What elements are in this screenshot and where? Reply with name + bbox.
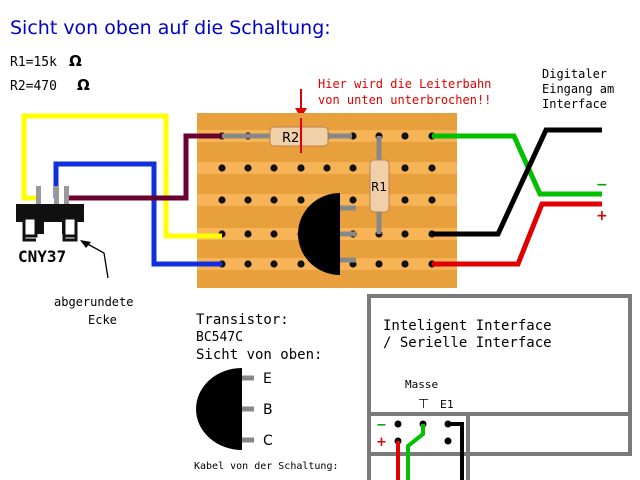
board-hole xyxy=(323,164,331,172)
ground-icon: ⊤ xyxy=(418,397,429,412)
board-hole xyxy=(218,164,226,172)
r1-label: R1 xyxy=(371,180,387,194)
green-wire xyxy=(432,133,602,197)
transistor-line-2: BC547C xyxy=(196,330,243,345)
digital-input-line-1: Digitaler xyxy=(542,67,607,81)
board-hole xyxy=(270,196,278,204)
yellow-wire xyxy=(21,113,222,239)
transistor-pinout xyxy=(196,368,254,450)
board-hole xyxy=(270,230,278,238)
red-wire xyxy=(432,201,602,267)
board-hole xyxy=(270,260,278,268)
transistor-line-3: Sicht von oben: xyxy=(196,347,322,363)
ohm-symbol-r1: Ω xyxy=(69,52,82,70)
ohm-symbol-r2: Ω xyxy=(77,76,90,94)
interface-line-1: Inteligent Interface xyxy=(383,318,552,334)
board-hole xyxy=(349,164,357,172)
blue-wire xyxy=(53,161,222,267)
r1-value: R1=15k xyxy=(10,55,57,70)
board-hole xyxy=(270,164,278,172)
board-hole xyxy=(401,132,409,140)
e1-label: E1 xyxy=(440,398,454,411)
note-line-2: von unten unterbrochen!! xyxy=(318,93,491,107)
board-hole xyxy=(244,164,252,172)
pin-e-label: E xyxy=(263,371,272,387)
black-wire xyxy=(432,127,602,237)
note-line-1: Hier wird die Leiterbahn xyxy=(318,77,491,91)
board-hole xyxy=(349,196,357,204)
transistor-on-board xyxy=(298,193,356,275)
board-hole xyxy=(428,196,436,204)
cny37-label: CNY37 xyxy=(18,247,66,266)
r2-value: R2=470 xyxy=(10,79,57,94)
board-hole xyxy=(375,260,383,268)
interface-plus-label: + xyxy=(376,435,387,450)
board-hole xyxy=(401,196,409,204)
digital-input-line-3: Interface xyxy=(542,97,607,111)
interface-connector xyxy=(394,420,464,480)
resistor-r1: R1 xyxy=(369,136,390,234)
masse-label: Masse xyxy=(405,378,438,391)
board-hole xyxy=(244,260,252,268)
maroon-wire xyxy=(64,133,222,201)
interface-box xyxy=(367,294,632,480)
transistor-line-1: Transistor: xyxy=(196,312,289,328)
cable-caption: Kabel von der Schaltung: xyxy=(194,461,339,472)
r2-label: R2 xyxy=(282,131,299,146)
board-hole xyxy=(244,230,252,238)
resistor-r2: R2 xyxy=(222,118,352,153)
interface-minus-label: − xyxy=(376,418,387,433)
board-hole xyxy=(297,196,305,204)
board-hole xyxy=(401,164,409,172)
digital-input-line-2: Eingang am xyxy=(542,82,614,96)
board-hole xyxy=(401,230,409,238)
pin-c-label: C xyxy=(263,433,273,449)
corner-label-line-1: abgerundete xyxy=(54,295,133,309)
board-hole xyxy=(401,260,409,268)
digital-minus-label: − xyxy=(596,177,608,193)
board-hole xyxy=(428,164,436,172)
digital-plus-label: + xyxy=(596,208,608,224)
board-hole xyxy=(218,196,226,204)
interface-line-2: / Serielle Interface xyxy=(383,335,552,351)
cny37-sensor xyxy=(16,186,84,242)
board-hole xyxy=(244,196,252,204)
board-hole xyxy=(297,164,305,172)
pin-b-label: B xyxy=(263,402,273,418)
corner-label-line-2: Ecke xyxy=(88,313,117,327)
board-hole xyxy=(297,260,305,268)
corner-arrow xyxy=(80,240,109,279)
diagram-title: Sicht von oben auf die Schaltung: xyxy=(10,17,331,39)
